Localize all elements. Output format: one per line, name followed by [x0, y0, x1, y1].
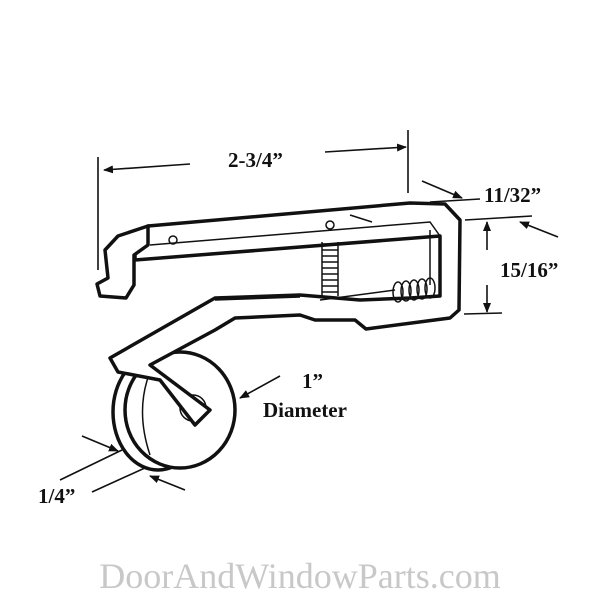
height-label: 15/16” — [500, 258, 559, 282]
watermark: DoorAndWindowParts.com — [99, 556, 501, 596]
width-label: 11/32” — [484, 183, 542, 207]
height-dimension-lines — [463, 221, 503, 315]
horizontal-spring — [392, 277, 436, 303]
wheel-diameter-caption: Diameter — [263, 398, 347, 422]
wheel-width-label: 1/4” — [38, 484, 76, 508]
length-dimension-lines — [97, 130, 409, 270]
wheel-diameter-label: 1” — [302, 369, 323, 393]
diameter-dimension-line — [239, 375, 281, 399]
width-dimension-lines — [421, 180, 559, 238]
vertical-spring — [321, 242, 339, 296]
length-label: 2-3/4” — [228, 148, 283, 172]
